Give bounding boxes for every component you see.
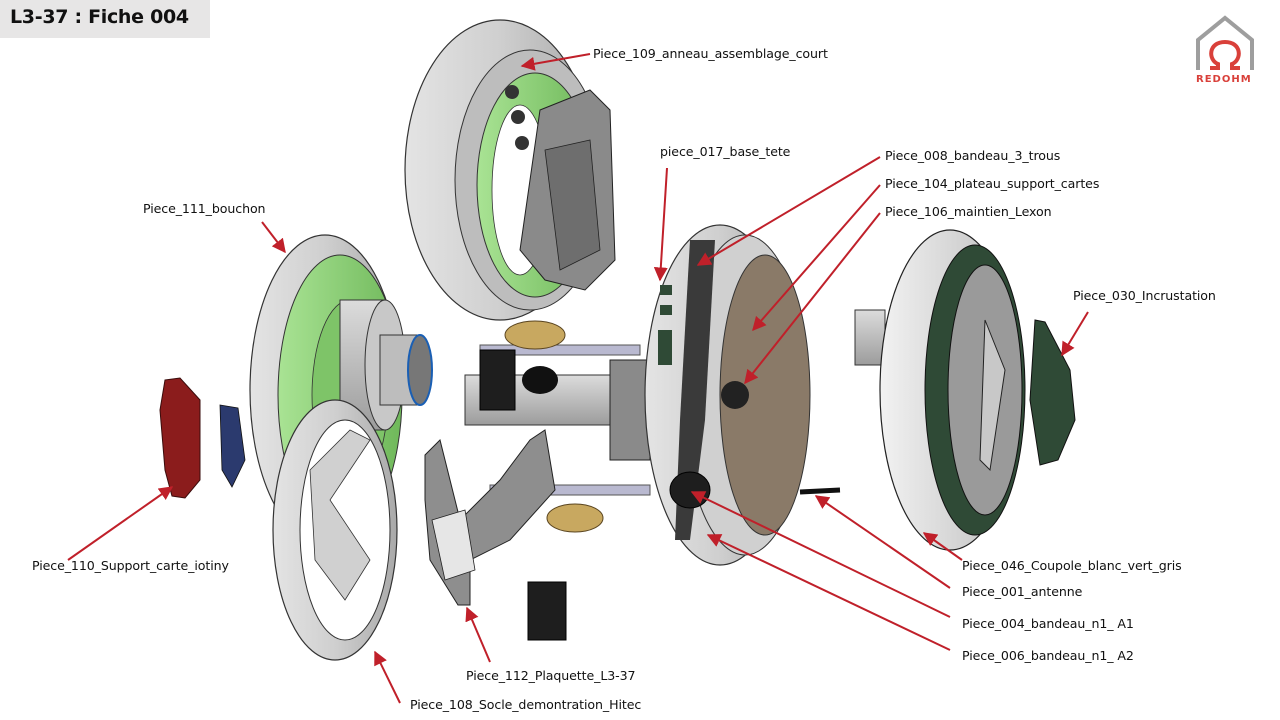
leader-030 [1061,311,1089,357]
label-piece-108: Piece_108_Socle_demontration_Hitec [410,697,642,712]
part-017-base-tete [644,224,841,566]
leader-110 [67,486,174,561]
part-046-coupole [854,229,1026,551]
label-piece-109: Piece_109_anneau_assemblage_court [593,46,828,61]
title-box: L3-37 : Fiche 004 [0,0,210,38]
label-piece-030: Piece_030_Incrustation [1073,288,1216,303]
part-110-support [159,377,246,499]
leader-008 [696,156,881,266]
label-piece-106: Piece_106_maintien_Lexon [885,204,1052,219]
label-piece-111: Piece_111_bouchon [143,201,266,216]
label-piece-046: Piece_046_Coupole_blanc_vert_gris [962,558,1182,573]
leader-106 [744,212,881,385]
part-shaft [464,320,651,641]
label-piece-104: Piece_104_plateau_support_cartes [885,176,1100,191]
label-piece-006: Piece_006_bandeau_n1_ A2 [962,648,1134,663]
part-030-incrustation [1029,319,1076,466]
label-piece-112: Piece_112_Plaquette_L3-37 [466,668,636,683]
leader-109 [520,53,591,71]
label-piece-004: Piece_004_bandeau_n1_ A1 [962,616,1134,631]
label-piece-110: Piece_110_Support_carte_iotiny [32,558,229,573]
leader-104 [752,184,881,332]
leader-046 [922,532,963,561]
leader-lines [67,53,1089,704]
leader-112 [465,606,491,663]
label-piece-001: Piece_001_antenne [962,584,1083,599]
leader-006 [706,534,951,651]
page-title: L3-37 : Fiche 004 [10,6,189,28]
leader-017 [653,167,668,282]
leader-108 [374,650,401,704]
label-piece-008: Piece_008_bandeau_3_trous [885,148,1061,163]
part-108-socle [272,399,398,661]
part-112-plaquette [424,429,556,606]
omega-house-icon [1196,15,1254,70]
logo-text: REDOHM [1196,74,1252,85]
leader-004 [690,491,951,618]
leader-001 [814,495,951,589]
label-piece-017: piece_017_base_tete [660,144,791,159]
leader-111 [261,221,286,254]
part-109-ring [404,19,616,321]
